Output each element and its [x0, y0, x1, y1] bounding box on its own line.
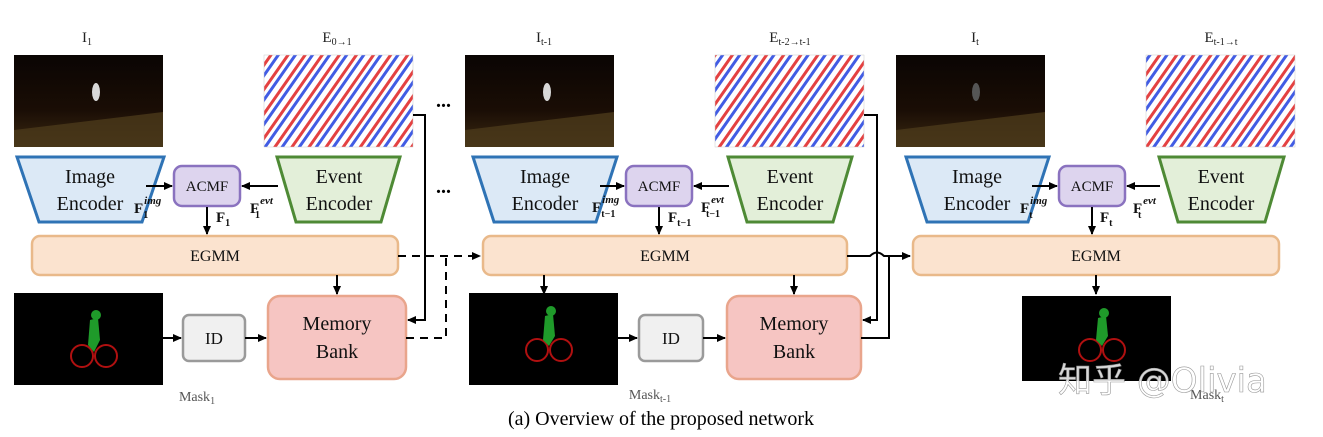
input-image-frame [465, 55, 614, 147]
mask-label: Mask1 [179, 390, 215, 407]
acmf-block [624, 164, 694, 208]
event-frame-label: Et-2→t-1 [769, 30, 810, 48]
image-frame-label: It [971, 30, 979, 48]
acmf-label: ACMF [1071, 179, 1114, 195]
memory-bank [266, 294, 408, 381]
image-encoder-label-line1: Image [952, 166, 1002, 188]
egmm-solid-link [847, 251, 911, 260]
image-frame-label: It-1 [536, 30, 552, 48]
memory-bank-label-line1: Memory [760, 313, 829, 335]
id-label: ID [662, 329, 680, 348]
event-encoder-label-line1: Event [316, 166, 363, 188]
input-image-frame [896, 55, 1045, 147]
memory-bank-label-line2: Bank [773, 341, 815, 363]
event-encoder [1156, 155, 1287, 224]
image-encoder [14, 155, 167, 224]
event-frame [263, 54, 414, 148]
event-frame [1145, 54, 1296, 148]
stage-t: It Et-1→t Image Encoder Event Encoder AC… [896, 30, 1296, 405]
image-encoder-label-line2: Encoder [512, 193, 579, 215]
memory-bank-label-line2: Bank [316, 341, 358, 363]
fused-feature-label: Ft−1 [668, 210, 691, 229]
watermark-text: 知乎 @Olivia [1058, 361, 1267, 401]
ellipsis-top: ... [436, 90, 451, 112]
image-encoder [903, 155, 1052, 224]
figure-caption: (a) Overview of the proposed network [508, 408, 814, 430]
image-encoder-label-line1: Image [520, 166, 570, 188]
event-encoder [274, 155, 403, 224]
output-mask [14, 293, 163, 385]
mask-label: Maskt-1 [629, 388, 671, 405]
event-encoder-label-line2: Encoder [1188, 193, 1255, 215]
image-encoder-label-line2: Encoder [57, 193, 124, 215]
event-encoder [725, 155, 855, 224]
mask-label: Maskt [1190, 388, 1224, 405]
image-encoder-label-line1: Image [65, 166, 115, 188]
event-encoder-label-line1: Event [767, 166, 814, 188]
stage-1: I1 E0→1 Image Encoder Event Encoder ACMF… [14, 30, 426, 407]
image-encoder [470, 155, 620, 224]
memory-to-next-link [861, 256, 890, 339]
event-encoder-label-line2: Encoder [306, 193, 373, 215]
event-frame-label: E0→1 [322, 30, 351, 48]
event-encoder-label-line2: Encoder [757, 193, 824, 215]
image-encoder-label-line2: Encoder [944, 193, 1011, 215]
event-frame [714, 54, 865, 148]
event-to-memory-arrow [862, 114, 878, 324]
memory-bank [725, 294, 863, 381]
ellipsis-mid: ... [436, 176, 451, 198]
output-mask [469, 293, 618, 385]
acmf-block [1057, 164, 1127, 208]
acmf-label: ACMF [638, 179, 681, 195]
acmf-block [172, 164, 242, 208]
egmm-label: EGMM [190, 248, 240, 265]
memory-bank-label-line1: Memory [303, 313, 372, 335]
input-image-frame [14, 55, 163, 147]
acmf-label: ACMF [186, 179, 229, 195]
event-to-memory-arrow [407, 114, 426, 324]
egmm-label: EGMM [1071, 248, 1121, 265]
egmm-label: EGMM [640, 248, 690, 265]
output-mask [1022, 296, 1171, 381]
fused-feature-label: F1 [216, 210, 230, 229]
fused-feature-label: Ft [1100, 210, 1113, 229]
event-frame-label: Et-1→t [1204, 30, 1237, 48]
event-encoder-label-line1: Event [1198, 166, 1245, 188]
stage-t-minus-1: It-1 Et-2→t-1 Image Encoder Event Encode… [465, 30, 890, 405]
image-frame-label: I1 [82, 30, 92, 48]
id-label: ID [205, 329, 223, 348]
